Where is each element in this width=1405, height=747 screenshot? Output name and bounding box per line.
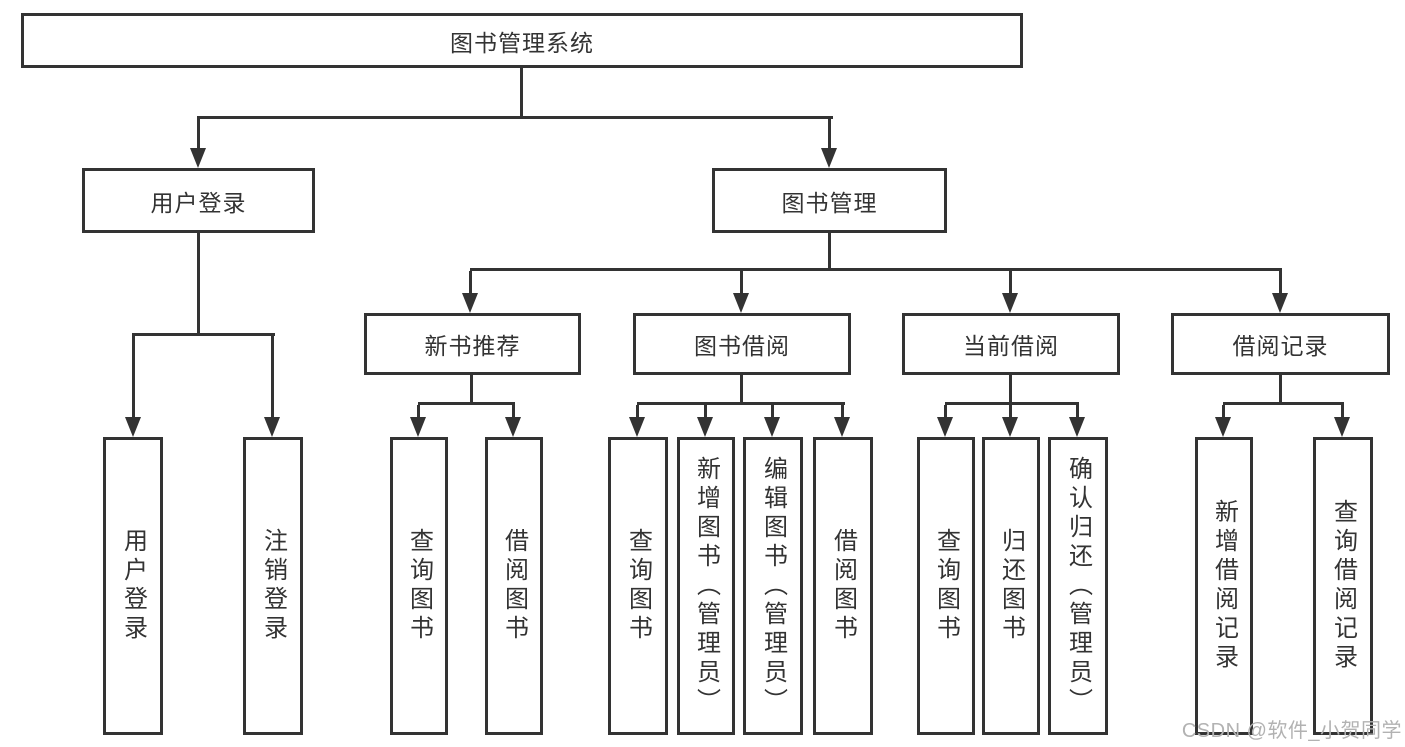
leaf-borrow-books-recommend: 借阅图书 bbox=[485, 437, 543, 735]
leaf-label: 借阅图书 bbox=[500, 528, 528, 644]
connector-line bbox=[197, 116, 833, 119]
connector-arrow bbox=[733, 271, 750, 313]
leaf-borrow-books-borrowing: 借阅图书 bbox=[813, 437, 873, 735]
leaf-query-books-borrowing: 查询图书 bbox=[608, 437, 668, 735]
node-book-borrowing-label: 图书借阅 bbox=[694, 333, 790, 359]
leaf-add-borrow-record: 新增借阅记录 bbox=[1195, 437, 1253, 735]
leaf-label: 编辑图书（管理员） bbox=[759, 455, 787, 717]
leaf-query-books-recommend: 查询图书 bbox=[390, 437, 448, 735]
leaf-user-login: 用户登录 bbox=[103, 437, 163, 735]
node-book-borrowing: 图书借阅 bbox=[633, 313, 851, 375]
node-borrow-records-label: 借阅记录 bbox=[1232, 333, 1329, 359]
connector-arrow bbox=[629, 405, 646, 437]
leaf-label: 用户登录 bbox=[119, 528, 147, 644]
connector-line bbox=[470, 268, 1282, 271]
node-root-label: 图书管理系统 bbox=[450, 29, 594, 56]
leaf-label: 确认归还（管理员） bbox=[1064, 455, 1092, 717]
connector-line bbox=[1279, 375, 1282, 405]
connector-line bbox=[945, 402, 1079, 405]
leaf-label: 查询图书 bbox=[932, 528, 960, 644]
leaf-label: 新增图书（管理员） bbox=[692, 455, 720, 717]
leaf-label: 注销登录 bbox=[259, 528, 287, 644]
leaf-label: 查询图书 bbox=[624, 528, 652, 644]
connector-line bbox=[418, 402, 515, 405]
connector-line bbox=[197, 233, 200, 336]
connector-arrow bbox=[697, 405, 714, 437]
node-book-management-label: 图书管理 bbox=[781, 189, 878, 216]
leaf-return-books: 归还图书 bbox=[982, 437, 1040, 735]
connector-line bbox=[828, 233, 831, 271]
connector-arrow bbox=[1069, 405, 1086, 437]
connector-line bbox=[520, 68, 523, 118]
leaf-label: 新增借阅记录 bbox=[1210, 499, 1238, 673]
connector-line bbox=[1009, 375, 1012, 405]
leaf-query-borrow-record: 查询借阅记录 bbox=[1313, 437, 1373, 735]
connector-arrow bbox=[1002, 405, 1019, 437]
leaf-label: 查询图书 bbox=[405, 528, 433, 644]
node-user-login: 用户登录 bbox=[82, 168, 315, 233]
connector-arrow bbox=[821, 119, 838, 168]
node-new-book-recommend: 新书推荐 bbox=[364, 313, 581, 375]
leaf-label: 查询借阅记录 bbox=[1329, 499, 1357, 673]
connector-line bbox=[637, 402, 845, 405]
node-current-borrowing-label: 当前借阅 bbox=[963, 333, 1059, 359]
connector-arrow bbox=[505, 405, 522, 437]
leaf-edit-books-admin: 编辑图书（管理员） bbox=[743, 437, 803, 735]
leaf-add-books-admin: 新增图书（管理员） bbox=[677, 437, 735, 735]
leaf-logout: 注销登录 bbox=[243, 437, 303, 735]
connector-arrow bbox=[764, 405, 781, 437]
node-new-book-recommend-label: 新书推荐 bbox=[424, 333, 521, 359]
connector-arrow bbox=[410, 405, 427, 437]
connector-arrow bbox=[264, 336, 281, 437]
connector-line bbox=[470, 375, 473, 405]
connector-line bbox=[740, 375, 743, 405]
node-borrow-records: 借阅记录 bbox=[1171, 313, 1390, 375]
node-current-borrowing: 当前借阅 bbox=[902, 313, 1120, 375]
leaf-label: 归还图书 bbox=[997, 528, 1025, 644]
node-book-management: 图书管理 bbox=[712, 168, 947, 233]
csdn-watermark: CSDN @软件_小贺同学 bbox=[1181, 720, 1402, 742]
connector-arrow bbox=[462, 271, 479, 313]
connector-line bbox=[1223, 402, 1344, 405]
connector-arrow bbox=[834, 405, 851, 437]
connector-arrow bbox=[125, 336, 142, 437]
leaf-label: 借阅图书 bbox=[829, 528, 857, 644]
connector-arrow bbox=[1215, 405, 1232, 437]
node-user-login-label: 用户登录 bbox=[150, 189, 247, 216]
connector-arrow bbox=[1002, 271, 1019, 313]
connector-line bbox=[132, 333, 275, 336]
connector-arrow bbox=[1272, 271, 1289, 313]
connector-arrow bbox=[1334, 405, 1351, 437]
node-root-library-system: 图书管理系统 bbox=[21, 13, 1023, 68]
leaf-query-books-current: 查询图书 bbox=[917, 437, 975, 735]
connector-arrow bbox=[937, 405, 954, 437]
connector-arrow bbox=[190, 119, 207, 168]
leaf-confirm-return-admin: 确认归还（管理员） bbox=[1048, 437, 1108, 735]
